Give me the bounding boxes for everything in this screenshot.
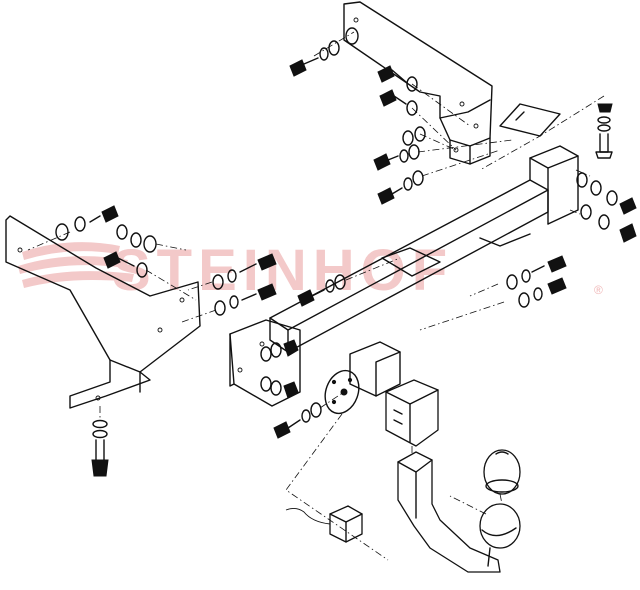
bolt-set-top-1 bbox=[289, 27, 359, 77]
right-mounting-bracket bbox=[343, 1, 493, 165]
bolt-set-left-4 bbox=[212, 253, 277, 290]
bolt-set-top-3 bbox=[379, 89, 418, 116]
bolt-set-left-1 bbox=[55, 205, 119, 241]
bolt-set-bottom-vertical bbox=[91, 419, 109, 477]
left-end-plate bbox=[229, 319, 301, 407]
bolt-set-socket bbox=[273, 402, 322, 439]
wiring-plug bbox=[285, 505, 363, 543]
fasteners bbox=[55, 27, 637, 477]
bolt-set-right-vertical bbox=[595, 103, 613, 159]
bolt-set-right-4 bbox=[518, 277, 567, 308]
left-mounting-bracket bbox=[5, 215, 201, 409]
bolt-set-left-5 bbox=[214, 283, 277, 316]
bolt-set-right-1 bbox=[576, 172, 637, 215]
electric-socket bbox=[324, 369, 360, 415]
tow-ball-neck bbox=[397, 451, 521, 573]
ball-receiver-block bbox=[385, 379, 439, 447]
bolt-set-right-2 bbox=[580, 204, 637, 243]
bolt-set-mid-2 bbox=[377, 170, 424, 205]
bolt-set-right-3 bbox=[506, 255, 567, 290]
bolt-set-top-2 bbox=[377, 65, 418, 92]
socket-mounting-plate bbox=[349, 341, 401, 397]
ball-cover-cap bbox=[483, 449, 521, 495]
watermark-text: STEINHOF bbox=[112, 238, 453, 303]
bolt-set-left-3 bbox=[103, 251, 148, 278]
watermark-registered-mark: ® bbox=[594, 283, 603, 297]
assembly-leader-lines bbox=[27, 31, 605, 561]
steinhof-watermark: STEINHOF ® bbox=[18, 238, 603, 303]
bolt-set-top-4 bbox=[402, 126, 426, 146]
nut-set-end-plate bbox=[260, 339, 299, 399]
watermark-swoosh bbox=[18, 242, 134, 288]
cross-bar-beam bbox=[269, 103, 579, 353]
bolt-set-mid-1 bbox=[373, 144, 420, 171]
bolt-set-center bbox=[297, 274, 346, 307]
